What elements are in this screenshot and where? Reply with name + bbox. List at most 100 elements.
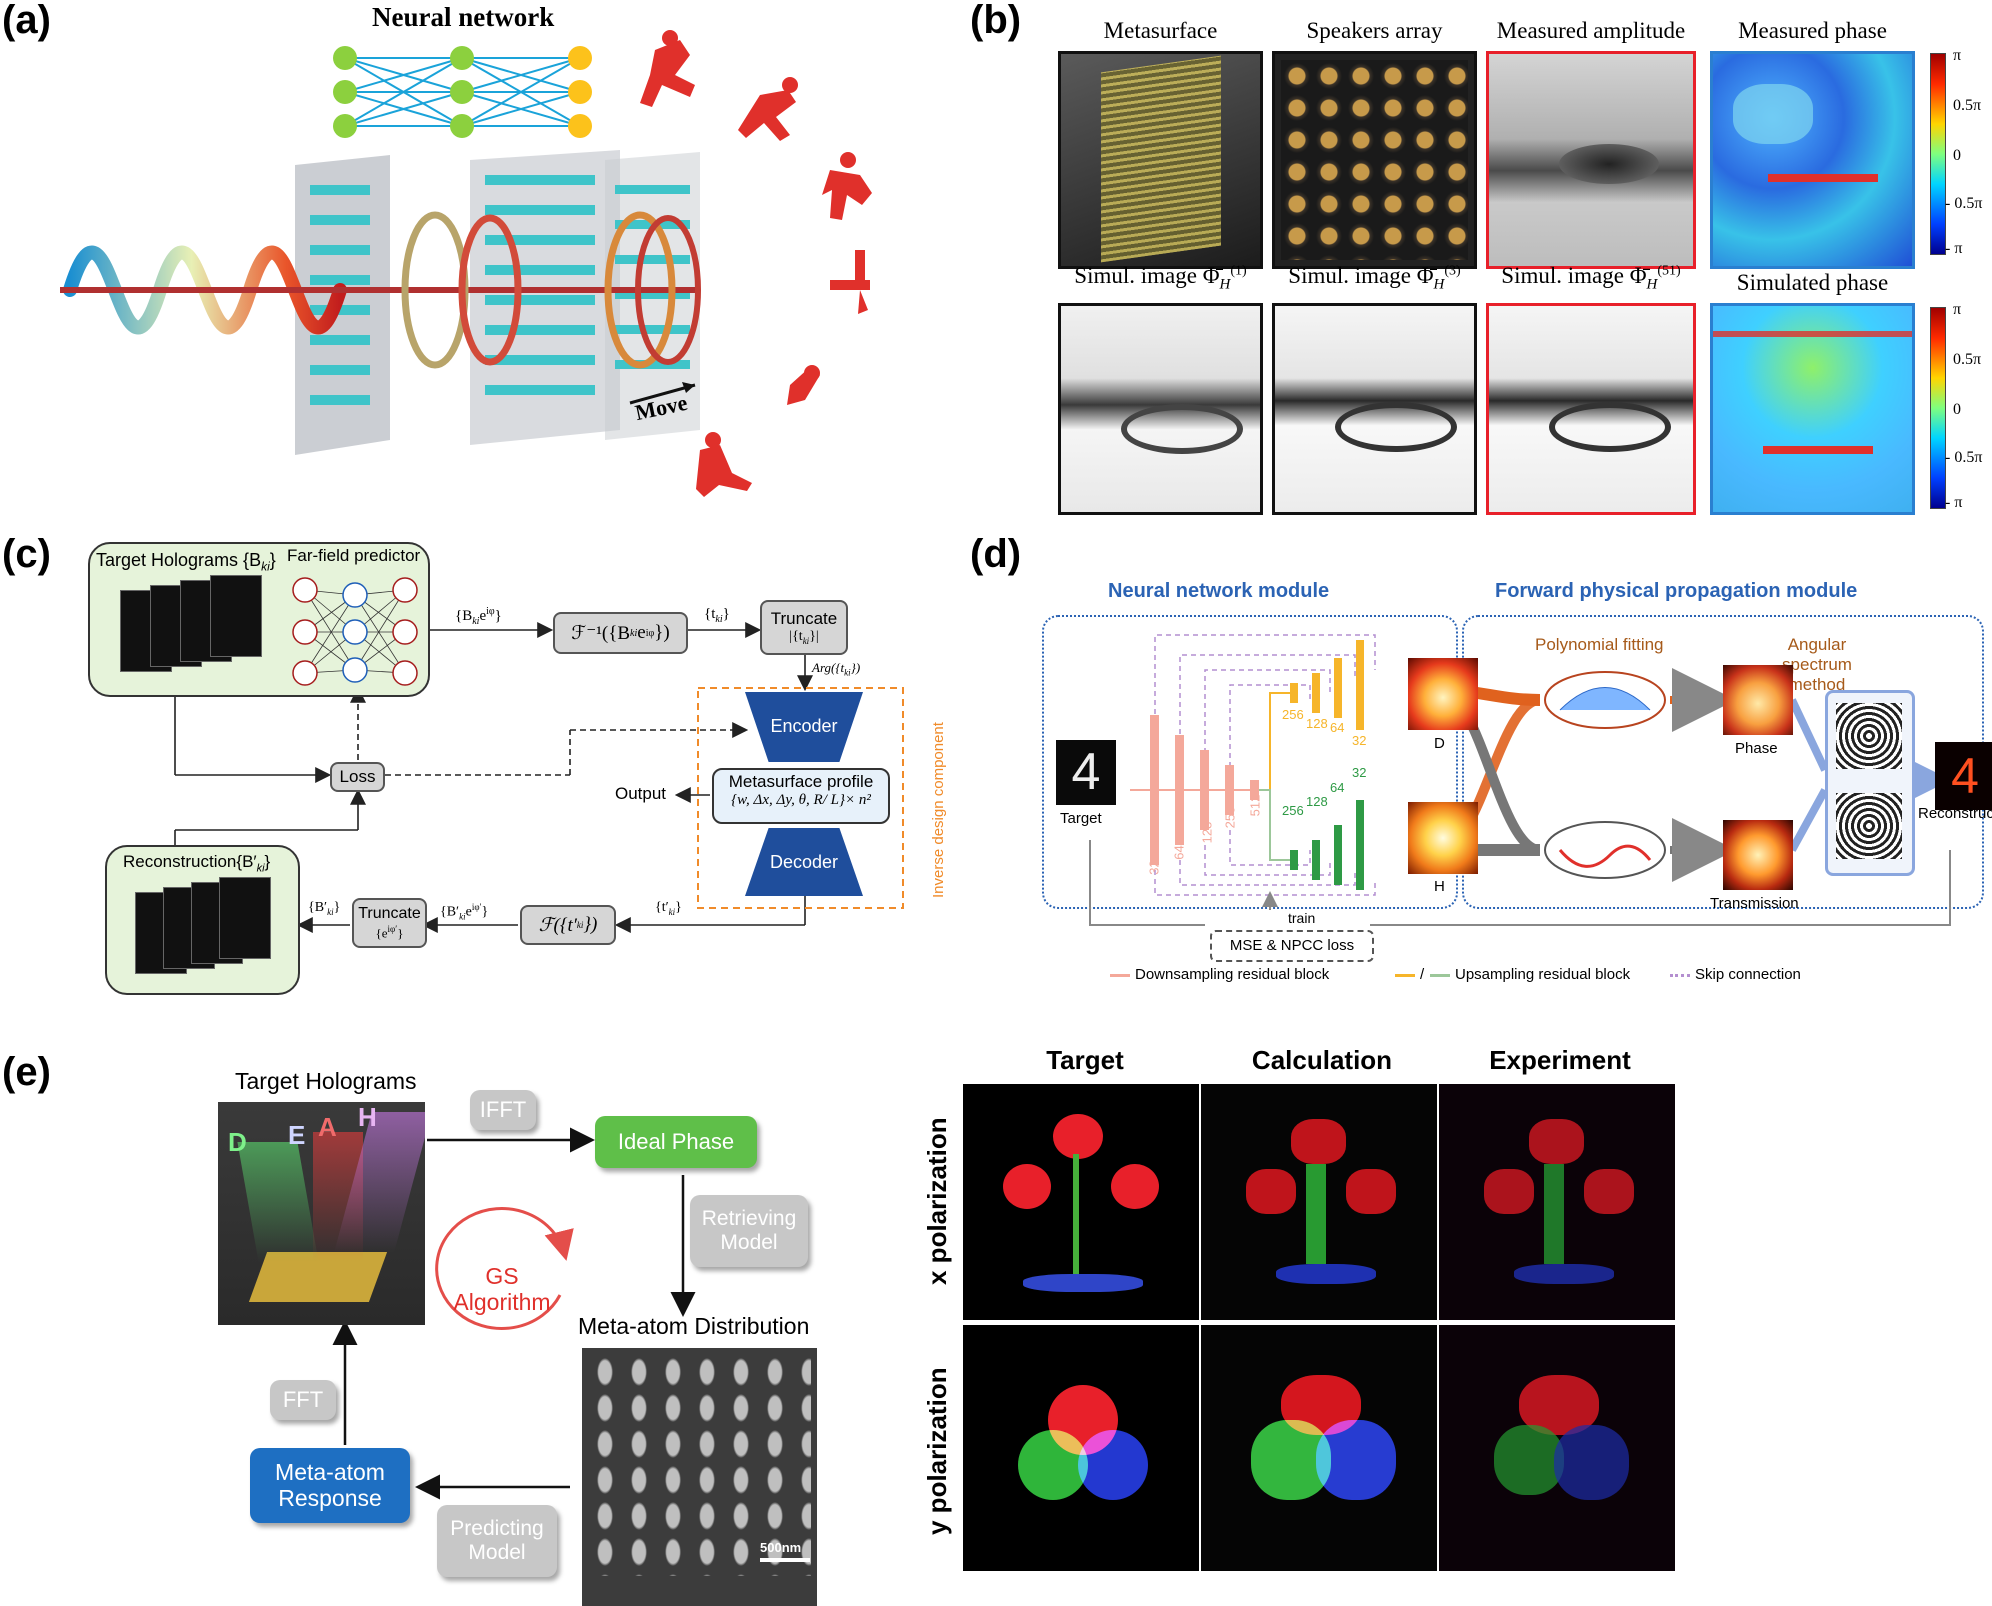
cb-bot-tick-0: π (1953, 301, 1962, 318)
encoder-label: Encoder (770, 716, 838, 736)
row-label-x: x polarization (922, 1117, 952, 1285)
cb-bot-tick-1: 0.5π (1953, 351, 1982, 368)
decoder-label: Decoder (769, 852, 839, 872)
legend-up-label: Upsampling residual block (1455, 966, 1631, 983)
down-num-64: 64 (1171, 845, 1187, 860)
target-holograms-label: Target Holograms {Bki} (96, 550, 276, 574)
fft-label: FFT (270, 1380, 336, 1420)
ifft-label: IFFT (470, 1090, 536, 1130)
simulated-phase-image (1710, 303, 1915, 515)
panel-label-c: (c) (2, 532, 51, 576)
b-prime-label: {B′ki} (308, 900, 341, 917)
reconstruction-label-d: Reconstruction (1918, 805, 1992, 822)
meta-atom-distribution-title: Meta-atom Distribution (578, 1313, 810, 1339)
target-label: Target (1060, 810, 1102, 827)
neural-network-diagram (60, 30, 872, 497)
loss-box-d: MSE & NPCC loss (1210, 930, 1374, 962)
cb-bot-tick-3: - 0.5π (1945, 449, 1983, 466)
cb-bot-tick-4: - π (1945, 494, 1963, 511)
colorbar-bottom (1930, 307, 1946, 509)
x-calculation-image (1201, 1084, 1437, 1320)
down-num-128: 128 (1199, 821, 1215, 844)
down-num-256: 256 (1222, 806, 1238, 829)
meta-atom-response-box: Meta-atom Response (250, 1448, 410, 1523)
title-simul-image-1: Simul. image Φ̄H(1) (1074, 263, 1247, 293)
title-speakers-array: Speakers array (1306, 18, 1443, 43)
panel-label-e: (e) (2, 1050, 51, 1094)
cb-top-tick-1: 0.5π (1953, 97, 1982, 114)
x-target-image (963, 1084, 1199, 1320)
y-calculation-image (1201, 1325, 1437, 1571)
up-yellow-128: 128 (1306, 716, 1328, 731)
row-label-y: y polarization (922, 1367, 952, 1535)
transmission-image (1723, 820, 1793, 890)
legend-down-label: Downsampling residual block (1135, 966, 1330, 983)
gs-algorithm-label: GS Algorithm (453, 1263, 551, 1316)
b-prime-e-label: {B′kieiφ′} (440, 902, 489, 922)
simul-image-1 (1058, 303, 1263, 515)
header-calculation: Calculation (1251, 1045, 1393, 1075)
letter-h: H (358, 1102, 377, 1132)
colorbar-top (1930, 53, 1946, 255)
letter-e: E (288, 1120, 306, 1150)
up-yellow-32: 32 (1352, 733, 1367, 748)
panel-c: Target Holograms {Bki} Far-field predict… (0, 530, 960, 1010)
legend-skip-marker (1670, 974, 1690, 977)
arg-t-label: Arg({tki}) (812, 660, 861, 678)
panel-d: Neural network module Forward physical p… (1030, 570, 1992, 1020)
target-hologram-stack (120, 575, 262, 680)
phase-image (1723, 665, 1793, 735)
panel-e-flow-arrows (332, 1127, 696, 1500)
transmission-label: Transmission (1710, 895, 1799, 912)
phase-label: Phase (1735, 740, 1778, 757)
cb-bot-tick-2: 0 (1953, 401, 1961, 418)
title-measured-phase: Measured phase (1738, 18, 1887, 43)
metasurface-photo (1058, 51, 1263, 269)
header-experiment: Experiment (1489, 1045, 1631, 1075)
y-target-image (963, 1325, 1199, 1571)
legend-up-marker-green (1430, 974, 1450, 977)
panel-e-flow: Target Holograms D E A H IFFT Ideal Phas… (0, 1040, 900, 1606)
up-green-256: 256 (1282, 803, 1304, 818)
train-label: train (1288, 910, 1316, 926)
legend-down-marker (1110, 974, 1130, 977)
letter-a: A (318, 1112, 337, 1142)
reconstruction-stack (135, 877, 275, 982)
target-holograms-illustration: D E A H (218, 1102, 425, 1325)
panel-label-b: (b) (970, 0, 1022, 42)
cb-top-tick-4: - π (1945, 240, 1963, 257)
down-num-512: 512 (1247, 794, 1263, 817)
legend-up-marker-yellow (1395, 974, 1415, 977)
title-measured-amplitude: Measured amplitude (1496, 18, 1686, 43)
x-experiment-image (1439, 1084, 1675, 1320)
cb-top-tick-0: π (1953, 47, 1962, 64)
simul-image-3 (1272, 303, 1477, 515)
b-e-phi-label: {Bkieiφ} (455, 606, 502, 627)
target-digit-image: 4 (1056, 740, 1116, 805)
output-label: Output (615, 784, 667, 803)
speakers-array-photo (1272, 51, 1477, 269)
measured-amplitude-image (1486, 51, 1696, 269)
neural-network-title: Neural network (372, 2, 555, 32)
truncate2-box: Truncate {eiφ′} (352, 898, 427, 948)
simul-image-51 (1486, 303, 1696, 515)
far-field-predictor-network (292, 577, 418, 686)
up-green-32: 32 (1352, 765, 1367, 780)
nn-module-box (1042, 615, 1458, 909)
up-yellow-64: 64 (1330, 720, 1345, 735)
header-target: Target (1046, 1045, 1124, 1075)
up-green-128: 128 (1306, 794, 1328, 809)
decoder-block (745, 828, 863, 896)
ideal-phase-box: Ideal Phase (595, 1116, 757, 1168)
reconstruction-image: 4 (1935, 742, 1992, 810)
metasurface-profile-box: Metasurface profile {w, Δx, Δy, θ, R/ L}… (712, 768, 890, 824)
far-field-predictor-label: Far-field predictor (287, 546, 421, 565)
cb-top-tick-3: - 0.5π (1945, 195, 1983, 212)
nn-module-title: Neural network module (1108, 580, 1330, 602)
h-output-image (1408, 802, 1478, 874)
letter-d: D (228, 1127, 247, 1157)
scale-bar (760, 1558, 810, 1562)
meta-atom-sem-image (582, 1348, 817, 1606)
fourier-box: ℱ({t′ki}) (520, 905, 616, 945)
